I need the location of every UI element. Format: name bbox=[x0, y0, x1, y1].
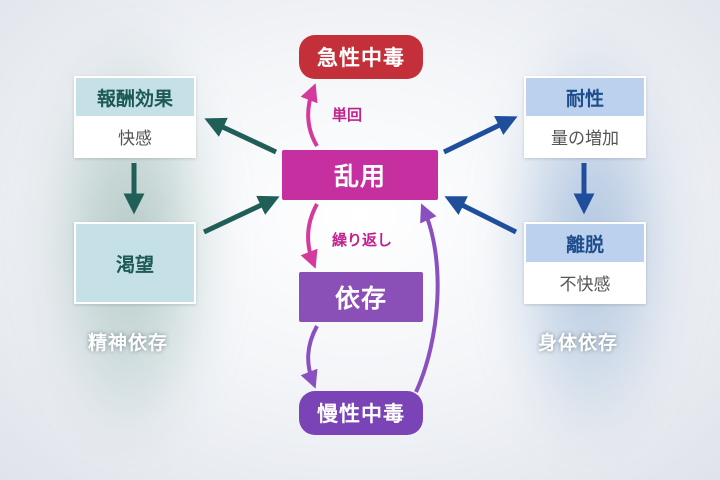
physical-dependence-caption: 身体依存 bbox=[538, 332, 619, 354]
reward-effect-card: 報酬効果 快感 bbox=[74, 76, 196, 158]
arrow-abuse-to-dependence bbox=[300, 203, 319, 269]
arrow-chronic-to-abuse bbox=[414, 203, 440, 393]
abuse-node: 乱用 bbox=[282, 150, 438, 200]
arrow-abuse-to-reward bbox=[204, 117, 278, 155]
chronic-poisoning-label: 慢性中毒 bbox=[317, 402, 405, 426]
psychological-dependence-caption: 精神依存 bbox=[88, 332, 169, 354]
tolerance-card: 耐性 量の増加 bbox=[524, 76, 646, 158]
reward-effect-sub: 快感 bbox=[76, 116, 194, 156]
tolerance-title: 耐性 bbox=[526, 78, 644, 116]
arrow-label-once: 単回 bbox=[332, 106, 363, 124]
acute-poisoning-node: 急性中毒 bbox=[299, 35, 423, 79]
dependence-label: 依存 bbox=[334, 284, 387, 313]
chronic-poisoning-node: 慢性中毒 bbox=[299, 391, 423, 435]
withdrawal-sub: 不快感 bbox=[526, 262, 644, 302]
reward-effect-title: 報酬効果 bbox=[76, 78, 194, 116]
arrow-withdrawal-to-abuse bbox=[444, 196, 518, 235]
arrow-abuse-to-tolerance bbox=[442, 116, 518, 155]
arrow-abuse-to-acute bbox=[300, 83, 319, 148]
craving-label: 渇望 bbox=[115, 253, 154, 276]
arrow-craving-to-abuse bbox=[202, 195, 280, 235]
dependence-node: 依存 bbox=[299, 272, 423, 322]
abuse-label: 乱用 bbox=[333, 162, 386, 191]
tolerance-sub: 量の増加 bbox=[526, 116, 644, 156]
arrow-label-repeat: 繰り返し bbox=[332, 231, 393, 249]
craving-card: 渇望 bbox=[74, 222, 196, 304]
withdrawal-card: 離脱 不快感 bbox=[524, 222, 646, 304]
arrow-dependence-to-chronic bbox=[300, 325, 319, 389]
withdrawal-title: 離脱 bbox=[526, 224, 644, 262]
acute-poisoning-label: 急性中毒 bbox=[317, 46, 405, 70]
